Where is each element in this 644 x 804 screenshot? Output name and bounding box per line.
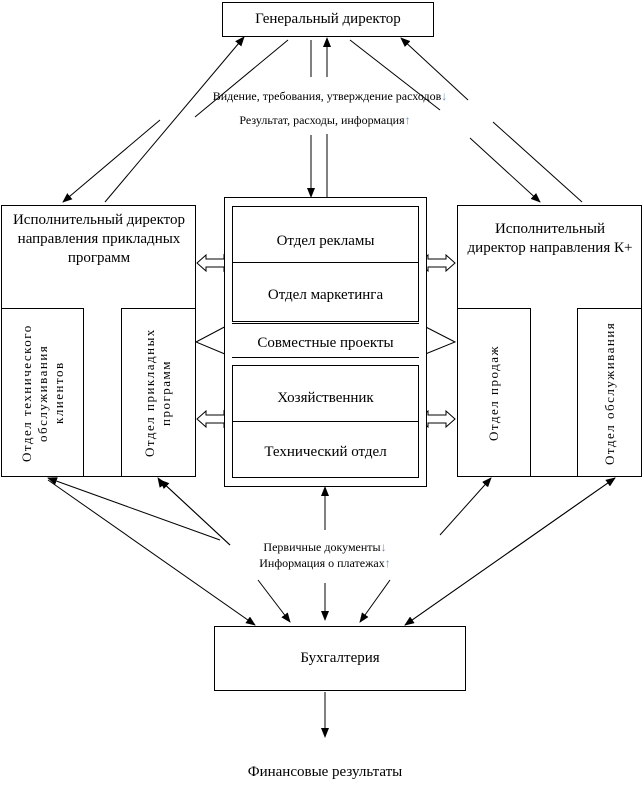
bottom-flow-line1: Первичные документы↓: [263, 539, 387, 554]
joint-projects-label: Совместные проекты: [257, 334, 394, 351]
up-arrow-icon: ↑: [384, 555, 391, 570]
right-dept-service-label: Отдел обслуживания: [602, 321, 617, 465]
left-dept-tech-service-box: [1, 308, 84, 477]
joint-top-line: [232, 323, 419, 324]
general-director-label: Генеральный директор: [255, 11, 401, 27]
advertising-dept: Отдел рекламы: [276, 232, 375, 249]
financial-results-label: Финансовые результаты: [247, 764, 403, 780]
left-dept-tech-service-label: Отдел технического обслуживания клиентов: [19, 324, 66, 462]
down-arrow-icon: ↓: [380, 539, 387, 554]
left-dept-applied-box: [121, 308, 196, 477]
center-upper-divider: [232, 262, 419, 263]
center-lower-divider: [232, 421, 419, 422]
right-dept-service-box: [577, 308, 642, 477]
right-director-label: Исполнительный директор направления К+: [467, 221, 633, 256]
right-dept-sales-box: [457, 308, 531, 477]
left-dept-applied-label: Отдел прикладных программ: [142, 328, 173, 458]
down-arrow-icon: ↓: [441, 88, 448, 103]
accounting-label: Бухгалтерия: [300, 650, 380, 666]
joint-bottom-line: [232, 357, 419, 358]
up-arrow-icon: ↑: [404, 112, 411, 127]
top-flow-line1: Видение, требования, утверждение расходо…: [212, 88, 448, 103]
general-director-box: Генеральный директор: [222, 2, 434, 37]
top-flow-line2: Результат, расходы, информация↑: [239, 112, 411, 127]
left-director-label: Исполнительный директор направления прик…: [12, 211, 186, 266]
household-dept: Хозяйственник: [277, 389, 374, 406]
technical-dept: Технический отдел: [264, 443, 387, 460]
bottom-flow-line2: Информация о платежах↑: [259, 555, 391, 570]
marketing-dept: Отдел маркетинга: [267, 286, 384, 303]
right-dept-sales-label: Отдел продаж: [486, 345, 501, 441]
accounting-box: Бухгалтерия: [214, 626, 466, 691]
center-upper-inner: [232, 206, 419, 322]
